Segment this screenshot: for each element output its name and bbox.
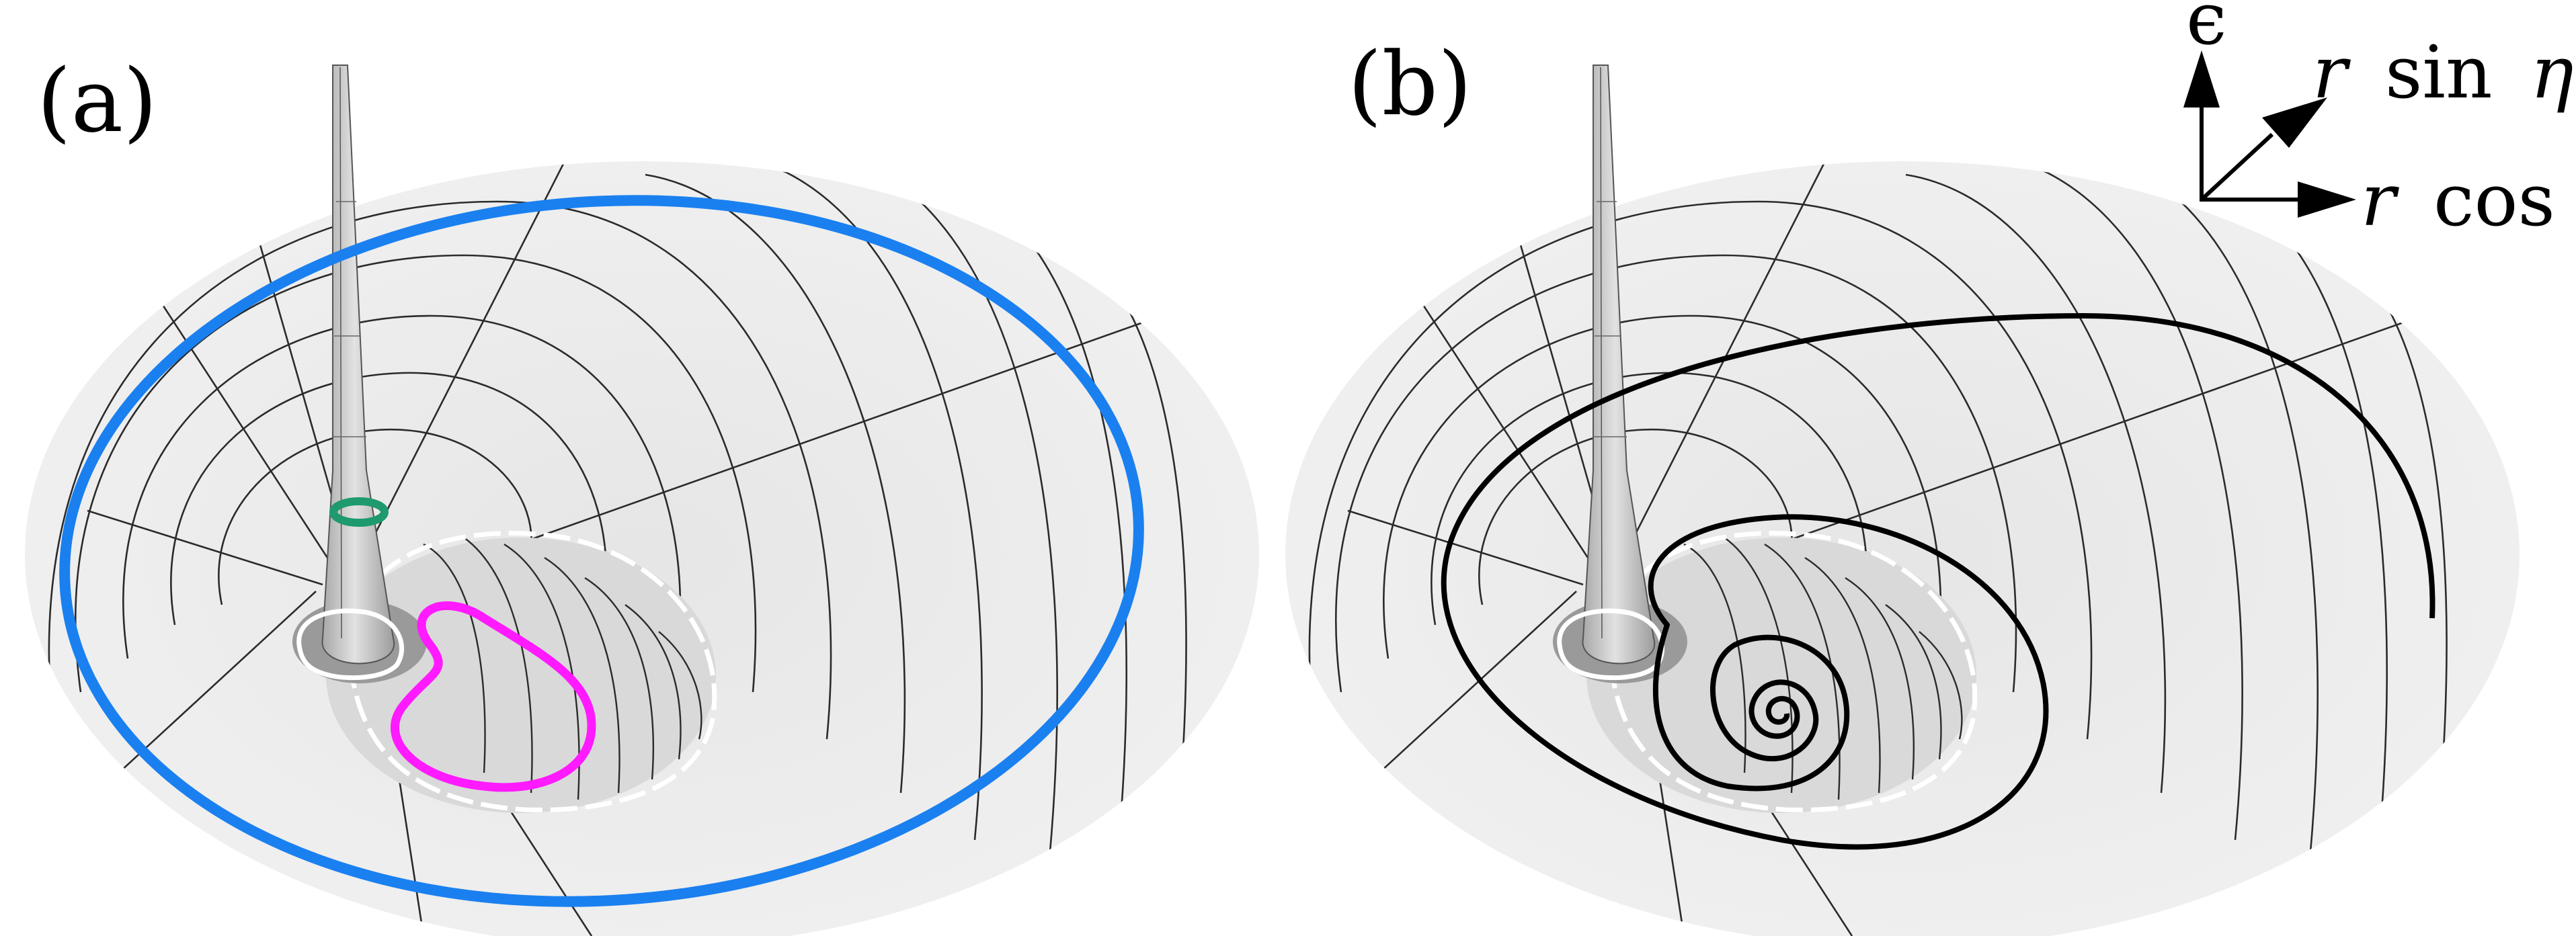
panel-a: (a) xyxy=(25,50,1259,936)
basin-rim xyxy=(1607,531,1978,812)
axis-label-r-sin-eta: r sin η xyxy=(2312,31,2574,115)
label-eta: η xyxy=(2530,31,2574,115)
green-ring xyxy=(329,497,389,527)
label-r: r xyxy=(2312,31,2351,115)
mesh-grid xyxy=(1308,161,2448,936)
label-sin: sin xyxy=(2385,31,2493,115)
inner-basin xyxy=(326,531,717,813)
axis-label-r-cos-eta: r cos η xyxy=(2361,159,2576,243)
magenta-orbit xyxy=(391,601,596,792)
panel-b: (b) xyxy=(1285,33,2520,936)
panel-label-a: (a) xyxy=(37,50,157,152)
axis-label-epsilon: ϵ xyxy=(2186,0,2227,61)
label-cos: cos xyxy=(2433,159,2555,243)
label-r: r xyxy=(2361,159,2399,243)
funnel-spike xyxy=(292,65,427,683)
basin-rim xyxy=(347,531,717,812)
panel-label-b: (b) xyxy=(1348,33,1472,135)
spiral-trajectory xyxy=(1441,313,2436,850)
funnel-spike xyxy=(1553,65,1687,683)
inner-basin xyxy=(1586,531,1978,813)
blue-orbit xyxy=(59,195,1144,907)
spike-rim xyxy=(296,608,405,681)
axes-inset: ϵ r sin η r cos η xyxy=(2183,0,2576,243)
